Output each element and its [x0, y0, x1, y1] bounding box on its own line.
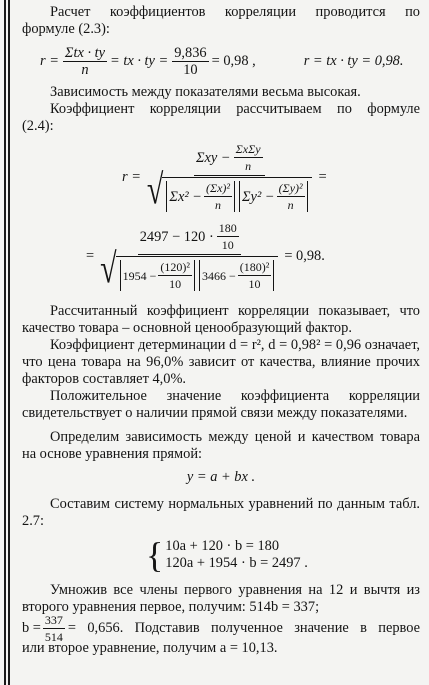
equation-system: { 10a + 120 · b = 180 120a + 1954 · b = …	[146, 535, 420, 575]
paragraph-interpretation: Рассчитанный коэффициент корреляции пока…	[22, 303, 420, 336]
formula-2-4: r = Σxy − ΣxΣy n √ Σx² − (Σx)²	[122, 141, 420, 213]
b-value: b = 337 514	[22, 613, 65, 644]
numerator-text: 2497 − 120 ·	[139, 228, 214, 245]
formula-r: r =	[40, 52, 59, 69]
formula-result: = 0,98.	[284, 247, 325, 264]
paragraph-intro-line1: Расчет коэффициентов корреляции проводит…	[50, 4, 420, 20]
formula-2-3: r = Σtx · ty n = tx · ty = 9,836 10 = 0,…	[40, 44, 420, 78]
formula-2-4-substituted: = 2497 − 120 · 180 10 √ 1954 − (120)²	[86, 219, 420, 293]
paragraph-correlation-line2: (2.4):	[22, 118, 54, 134]
paragraph-line-equation: Определим зависимость между ценой и каче…	[22, 429, 420, 462]
fraction-numerator: 337	[42, 612, 65, 629]
document-page: Расчет коэффициентов корреляции проводит…	[22, 4, 420, 657]
paragraph-solution-b: b = 337 514 = 0,656. Подставив полученно…	[22, 613, 420, 644]
inner-fraction: (Σy)² n	[276, 181, 305, 212]
fraction-denominator: 10	[221, 238, 234, 252]
left-margin-rule	[4, 0, 6, 685]
formula-r: r =	[122, 168, 141, 185]
formula-mean-product: = tx · ty =	[110, 52, 169, 69]
fraction-numerator: 2497 − 120 · 180 10	[137, 221, 241, 255]
fraction-denominator: n	[245, 159, 252, 173]
bracket-y: Σy² − (Σy)² n	[239, 181, 308, 212]
system-equation-2: 120a + 1954 · b = 2497 .	[165, 555, 308, 571]
sqrt-icon: √	[146, 167, 164, 214]
sqrt-radicand: Σx² − (Σx)² n Σy² − (Σy)² n	[162, 177, 312, 212]
brace-icon: {	[146, 535, 164, 575]
fraction-denominator: 10	[169, 277, 182, 291]
fraction-denominator: √ 1954 − (120)² 10 3466 − (18	[98, 248, 280, 291]
inner-fraction: ΣxΣy n	[233, 142, 263, 173]
inner-fraction: (120)² 10	[158, 260, 192, 291]
fraction-numerator: (180)²	[237, 260, 272, 276]
left-margin-rule-inner	[8, 0, 10, 685]
fraction-denominator: 10	[248, 277, 261, 291]
fraction-numerator: (Σy)²	[276, 181, 305, 197]
fraction-denominator: n	[214, 198, 221, 212]
sqrt-radicand: 1954 − (120)² 10 3466 − (180)² 10	[115, 256, 279, 291]
fraction-numerator: 9,836	[172, 44, 209, 62]
b-result-text: = 0,656. Подставив полученное значение в…	[67, 619, 420, 636]
bracket-text: Σx² −	[169, 188, 202, 205]
formula-substituted-fraction: 2497 − 120 · 180 10 √ 1954 − (120)² 10	[98, 221, 280, 291]
fraction-denominator: 514	[44, 629, 63, 644]
fraction-numerator: Σtx · ty	[62, 44, 108, 62]
b-label: b =	[22, 619, 41, 636]
fraction-denominator: 10	[183, 61, 198, 78]
paragraph-solution: Умножив все члены первого уравнения на 1…	[22, 582, 420, 615]
formula-fraction-sum: Σtx · ty n	[62, 44, 108, 78]
numerator-text: Σxy −	[195, 149, 231, 166]
formula-equals: =	[317, 168, 328, 185]
formula-2-3-right: r = tx · ty = 0,98.	[303, 52, 404, 69]
system-equation-1: 10a + 120 · b = 180	[165, 538, 280, 554]
formula-result: = 0,98 ,	[211, 52, 256, 69]
square-root: √ Σx² − (Σx)² n Σy² − (Σy)²	[147, 169, 312, 212]
formula-2-4-main-fraction: Σxy − ΣxΣy n √ Σx² − (Σx)² n	[145, 142, 314, 212]
fraction-numerator: (120)²	[158, 260, 192, 276]
fraction-denominator: n	[287, 198, 294, 212]
inner-fraction: 180 10	[216, 221, 239, 252]
paragraph-system: Составим систему нормальных уравнений по…	[22, 496, 420, 529]
b-fraction: 337 514	[42, 612, 65, 644]
bracket-text: 1954 −	[122, 268, 157, 283]
bracket-x: 1954 − (120)² 10	[119, 260, 195, 291]
inner-fraction: (180)² 10	[237, 260, 272, 291]
sqrt-icon: √	[100, 246, 117, 293]
bracket-text: Σy² −	[242, 188, 275, 205]
paragraph-solution-end: или второе уравнение, получим a = 10,13.	[22, 640, 278, 656]
system-equations: 10a + 120 · b = 180 120a + 1954 · b = 24…	[165, 538, 308, 572]
paragraph-dependence: Зависимость между показателями весьма вы…	[50, 84, 361, 100]
fraction-numerator: 180	[216, 221, 239, 237]
fraction-denominator: n	[81, 61, 89, 78]
square-root: √ 1954 − (120)² 10 3466 − (18	[100, 248, 279, 291]
fraction-denominator: √ Σx² − (Σx)² n Σy² − (Σy)²	[145, 169, 314, 212]
inner-fraction: (Σx)² n	[203, 181, 232, 212]
bracket-text: 3466 −	[201, 268, 236, 283]
fraction-numerator: ΣxΣy	[233, 142, 263, 158]
fraction-numerator: (Σx)²	[203, 181, 232, 197]
fraction-numerator: Σxy − ΣxΣy n	[193, 142, 265, 176]
paragraph-correlation-line1: Коэффициент корреляции рассчитываем по ф…	[50, 101, 420, 117]
paragraph-positive-value: Положительное значение коэффициента корр…	[22, 388, 420, 421]
paragraph-intro-line2: формуле (2.3):	[22, 21, 110, 37]
bracket-x: Σx² − (Σx)² n	[166, 181, 235, 212]
formula-fraction-value: 9,836 10	[172, 44, 209, 78]
formula-line-equation: y = a + bx .	[186, 469, 256, 485]
formula-equals: =	[86, 247, 95, 264]
bracket-y: 3466 − (180)² 10	[198, 260, 275, 291]
paragraph-determination: Коэффициент детерминации d = r², d = 0,9…	[22, 337, 420, 387]
